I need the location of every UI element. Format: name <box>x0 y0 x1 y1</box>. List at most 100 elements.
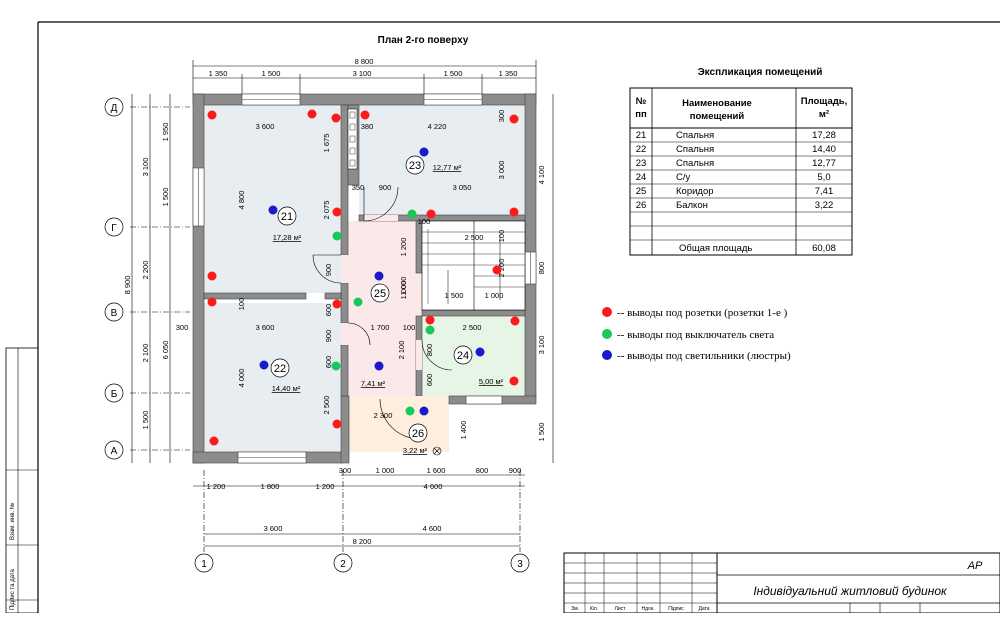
axis-bubble-1 <box>194 553 214 573</box>
side-stamp-label-1: Взам. инв. № <box>9 503 16 540</box>
inner-dim-28: 2 100 <box>397 341 406 360</box>
axis-number-3: 3 <box>517 559 523 570</box>
axis-letter-G: Г <box>111 223 117 234</box>
socket-dot <box>509 207 519 217</box>
inner-dim-32: 1 400 <box>459 421 468 440</box>
dim-bottom-small-1: 300 <box>339 466 352 475</box>
stamp-code: АР <box>967 560 983 572</box>
light-dot <box>268 205 278 215</box>
socket-dot <box>360 110 370 120</box>
inner-dim-33: 2 200 <box>497 259 506 278</box>
row-area: 12,77 <box>812 158 836 169</box>
inner-dim-24: 2 500 <box>463 323 482 332</box>
inner-dim-12: 900 <box>324 264 333 277</box>
dim-right-2: 800 <box>537 262 546 275</box>
room-marker-22 <box>270 358 290 378</box>
total-label: Общая площадь <box>679 243 752 254</box>
dim-bottom-small-2: 1 000 <box>376 466 395 475</box>
axis-bubble-B <box>104 383 124 403</box>
room-marker-24 <box>453 345 473 365</box>
stamp-col-ndok: Ндок. <box>642 606 655 612</box>
axis-bubble-G <box>104 217 124 237</box>
row-area: 5,0 <box>817 172 830 183</box>
dim-bottom-small-4: 800 <box>476 466 489 475</box>
dim-bottom-axis-1: 3 600 <box>264 524 283 533</box>
floor-plan <box>192 93 537 464</box>
legend-socket-text: -- выводы под розетки (розетки 1-е ) <box>617 307 788 319</box>
socket-dot <box>509 376 519 386</box>
axis-letter-A: А <box>111 446 118 457</box>
dim-top-5: 1 350 <box>499 69 518 78</box>
room-marker-26 <box>408 423 428 443</box>
dim-bottom-total: 8 200 <box>353 537 372 546</box>
row-name: Балкон <box>676 200 708 211</box>
inner-dim-14: 100 <box>237 298 246 311</box>
row-area: 7,41 <box>815 186 834 197</box>
stamp-col-pidpys: Підпис <box>668 606 684 612</box>
dim-right-3: 3 100 <box>537 336 546 355</box>
inner-dim-30: 600 <box>425 374 434 387</box>
inner-dim-26: 900 <box>324 330 333 343</box>
stamp-col-lyst: Лист <box>615 606 627 612</box>
socket-dot <box>332 419 342 429</box>
header-area: Площадь,м² <box>801 96 847 120</box>
socket-dot <box>332 299 342 309</box>
socket-dot <box>331 113 341 123</box>
row-name: Спальня <box>676 144 714 155</box>
room-area-26: 3,22 м² <box>403 446 428 455</box>
side-stamp-label-2: Підпис та дата <box>10 569 16 610</box>
room-area-21: 17,28 м² <box>273 233 302 242</box>
inner-dim-23: 100 <box>418 217 431 226</box>
room-number-24: 24 <box>457 350 469 362</box>
dim-bottom-3: 1 200 <box>316 482 335 491</box>
axes: Д Г В Б А 1 2 3 <box>104 97 530 573</box>
dim-left-inner-1: 1 950 <box>161 123 170 142</box>
inner-dim-10: 3 000 <box>497 161 506 180</box>
staircase <box>421 220 526 311</box>
row-area: 17,28 <box>812 130 836 141</box>
inner-dimensions: 3 600 4 220 380 1 675 4 800 2 075 350 90… <box>237 110 506 440</box>
inner-dim-11: 300 <box>497 110 506 123</box>
axis-letter-D: Д <box>111 103 118 114</box>
socket-dot <box>207 297 217 307</box>
dim-left-mid-2: 2 200 <box>141 261 150 280</box>
room-marker-21 <box>277 206 297 226</box>
socket-dot <box>509 114 519 124</box>
dimensions: 8 800 1 350 1 500 3 100 1 500 1 350 8 90… <box>123 57 554 547</box>
title-block: Зм. Кіл. Лист Ндок. Підпис Дата АР Індив… <box>563 552 1000 614</box>
light-dot <box>419 147 429 157</box>
legend-switch-text: -- выводы под выключатель света <box>617 329 774 341</box>
axis-bubble-3 <box>510 553 530 573</box>
legend-light-dot <box>602 350 612 360</box>
inner-dim-22: 100 <box>403 323 416 332</box>
row-num: 26 <box>636 200 647 211</box>
dim-right-1: 4 100 <box>537 166 546 185</box>
dim-left-mid-1: 3 100 <box>141 158 150 177</box>
axis-bubble-D <box>104 97 124 117</box>
row-name: Спальня <box>676 158 714 169</box>
inner-dim-34: 600 <box>324 356 333 369</box>
inner-dim-18: 1 500 <box>445 291 464 300</box>
dim-top-3: 3 100 <box>353 69 372 78</box>
inner-dim-25: 4 000 <box>237 369 246 388</box>
socket-dot <box>207 271 217 281</box>
axis-bubble-V <box>104 302 124 322</box>
explication-title: Экспликация помещений <box>698 67 823 78</box>
row-area: 3,22 <box>815 200 834 211</box>
dim-left-inner-2: 1 500 <box>161 188 170 207</box>
dim-bottom-small-5: 900 <box>509 466 522 475</box>
dim-bottom-2: 1 800 <box>261 482 280 491</box>
dim-left-mid-3: 2 100 <box>141 344 150 363</box>
total-value: 60,08 <box>812 243 836 254</box>
room-area-25: 7,41 м² <box>361 379 386 388</box>
dim-left-outer: 8 900 <box>123 276 132 295</box>
inner-dim-19: 1 000 <box>485 291 504 300</box>
socket-dot <box>207 110 217 120</box>
room-area-23: 12,77 м² <box>433 163 462 172</box>
socket-dot <box>492 265 502 275</box>
axis-bubble-2 <box>333 553 353 573</box>
inner-dim-5: 4 800 <box>237 191 246 210</box>
